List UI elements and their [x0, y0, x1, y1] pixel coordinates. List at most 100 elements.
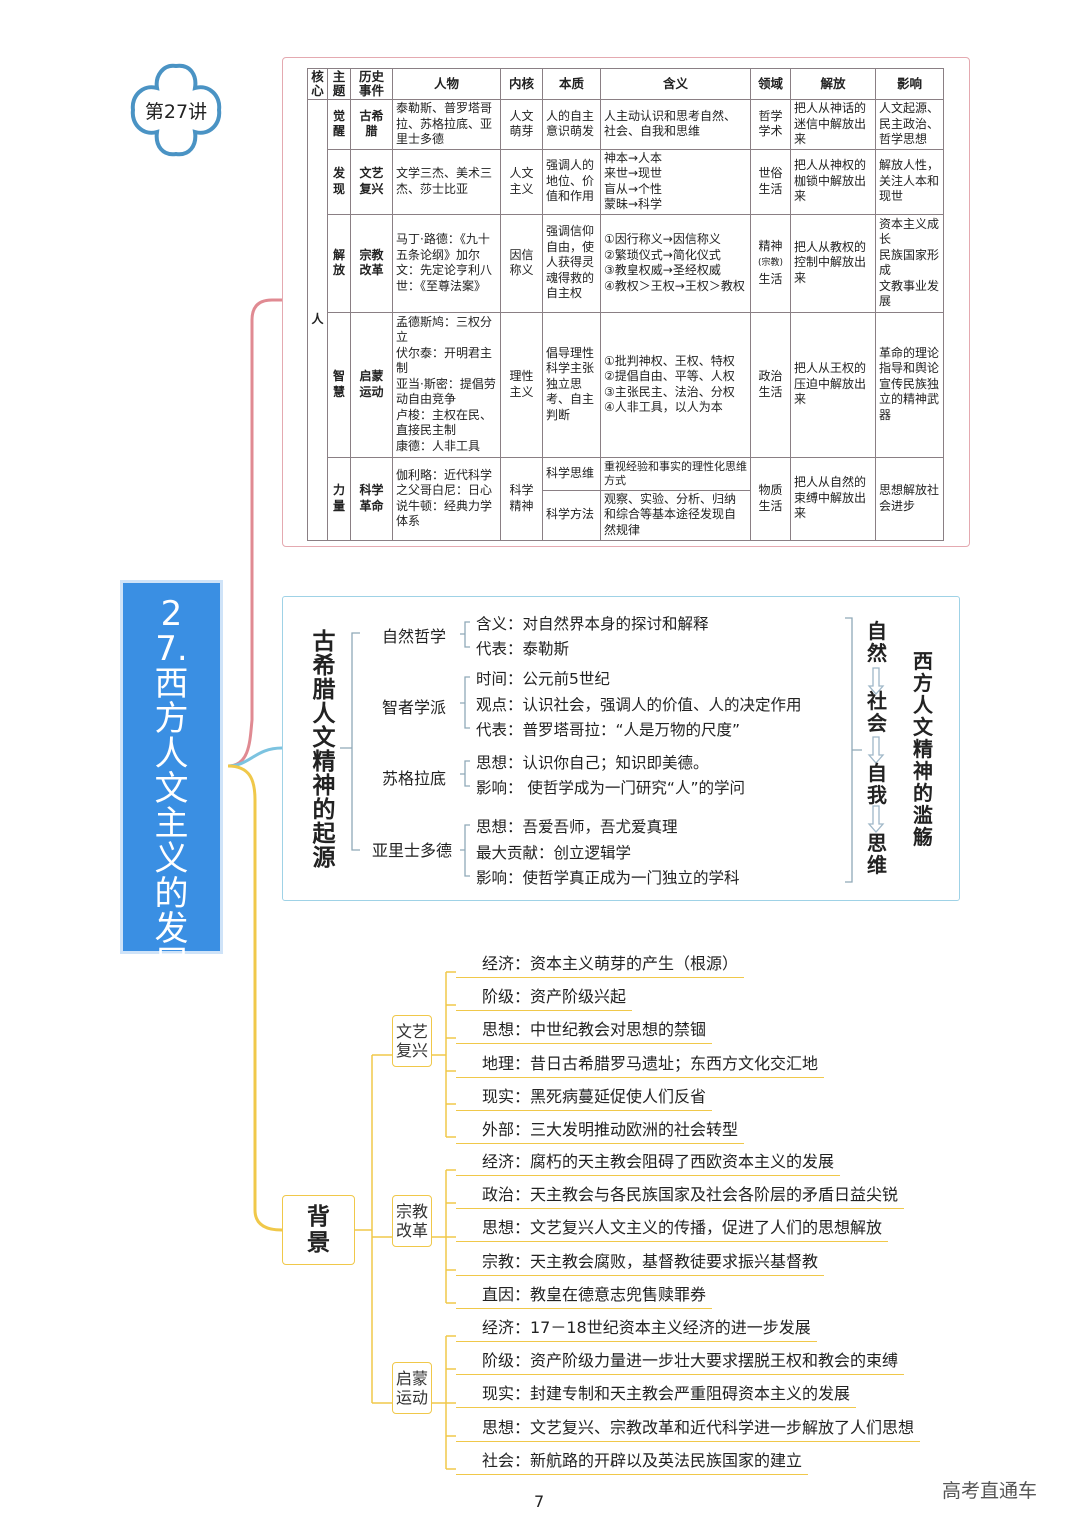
- theme-cell: 发现: [327, 148, 351, 215]
- meaning-cell: ①因行称义→因信称义 ②繁琐仪式→简化仪式 ③教皇权威→圣经权威 ④教权＞王权→…: [600, 213, 751, 313]
- background-leaf: 政治：天主教会与各民族国家及社会各阶层的矛盾日益尖锐: [456, 1181, 905, 1210]
- background-leaf: 现实：黑死病蔓延促使人们反省: [456, 1083, 713, 1111]
- page-number: 7: [534, 1492, 545, 1511]
- field-cell: 世俗生活: [750, 148, 791, 215]
- lecture-number: 第27讲: [144, 100, 208, 123]
- essence-cell: 倡导理性科学主张独立思考、自主判断: [542, 311, 601, 458]
- event-cell: 科学革命: [350, 456, 393, 541]
- core-idea-cell: 科学精神: [500, 456, 543, 541]
- main-title-text: 27.西方人文主义的发展: [154, 594, 189, 984]
- background-subnode: 宗教改革: [392, 1195, 432, 1247]
- table-header-row: 核心 主题 历史事件 人物 内核 本质 含义 领域 解放 影响: [307, 68, 944, 100]
- theme-cell: 智慧: [327, 311, 351, 458]
- header-cell: 解放: [790, 68, 876, 100]
- table-row: 人 觉醒 古希腊 泰勒斯、普罗塔哥拉、苏格拉底、亚里士多德 人文萌芽 人的自主意…: [307, 99, 944, 541]
- table-row: 力量 科学革命 伽利略：近代科学之父哥白尼：日心说牛顿：经典力学体系 科学精神 …: [308, 456, 944, 541]
- origin-leaf: 观点：认识社会，强调人的价值、人的决定作用: [476, 696, 802, 714]
- field-text: 精神: [758, 238, 783, 253]
- origin-leaf: 影响： 使哲学成为一门研究“人”的学问: [476, 779, 745, 797]
- background-leaf: 地理：昔日古希腊罗马遗址；东西方文化交汇地: [456, 1050, 825, 1078]
- background-node: 背景: [282, 1195, 355, 1265]
- field-cell: 精神 (宗教) 生活: [750, 213, 791, 313]
- core-cell: 人: [307, 99, 328, 541]
- table-row: 智慧 启蒙运动 孟德斯鸠：三权分立 伏尔泰：开明君主制 亚当·斯密：提倡劳动自由…: [308, 311, 944, 458]
- essence-cell: 强调人的地位、价值和作用: [542, 148, 601, 215]
- field-cell: 哲学学术: [750, 99, 791, 150]
- background-leaf: 经济：腐朽的天主教会阻碍了西欧资本主义的发展: [456, 1148, 841, 1176]
- meaning-cell: ①批判神权、王权、特权 ②提倡自由、平等、人权 ③主张民主、法治、分权 ④人非工…: [600, 311, 751, 458]
- origin-node: 智者学派: [382, 698, 447, 717]
- table-row: 科学方法 观察、实验、分析、归纳和综合等基本途径发现自然规律: [308, 489, 944, 541]
- theme-cell: 觉醒: [327, 99, 351, 150]
- origin-conclusion: 西方人文精神的滥觞: [913, 649, 933, 849]
- background-leaf: 经济：17－18世纪资本主义经济的进一步发展: [456, 1314, 817, 1342]
- flow-step: 思维: [867, 831, 887, 877]
- background-subnode: 文艺复兴: [392, 1015, 432, 1067]
- impact-cell: 解放人性，关注人本和现世: [875, 148, 944, 215]
- flow-step: 自然: [867, 619, 887, 665]
- theme-cell: 解放: [327, 213, 351, 313]
- origin-section: [282, 596, 960, 901]
- header-cell: 本质: [542, 68, 601, 100]
- field-text: 生活: [758, 271, 783, 286]
- event-cell: 古希腊: [350, 99, 393, 150]
- background-leaf: 阶级：资产阶级兴起: [456, 983, 633, 1012]
- liberation-cell: 把人从王权的压迫中解放出来: [790, 311, 876, 458]
- background-leaf: 思想：文艺复兴人文主义的传播，促进了人们的思想解放: [456, 1214, 889, 1243]
- impact-cell: 思想解放社会进步: [875, 456, 944, 541]
- background-leaf: 社会：新航路的开辟以及英法民族国家的建立: [456, 1447, 809, 1475]
- origin-leaf: 含义：对自然界本身的探讨和解释: [476, 615, 709, 633]
- background-leaf: 直因：教皇在德意志兜售赎罪券: [456, 1281, 713, 1309]
- people-cell: 伽利略：近代科学之父哥白尼：日心说牛顿：经典力学体系: [392, 456, 501, 541]
- flow-step: 自我: [867, 761, 887, 807]
- background-leaf: 外部：三大发明推动欧洲的社会转型: [456, 1116, 745, 1144]
- background-leaf: 思想：中世纪教会对思想的禁锢: [456, 1016, 713, 1045]
- background-leaf: 宗教：天主教会腐败，基督教徒要求振兴基督教: [456, 1248, 825, 1276]
- header-cell: 领域: [750, 68, 791, 100]
- header-cell: 历史事件: [350, 68, 393, 100]
- meaning-cell: 神本→人本 来世→现世 盲从→个性 蒙昧→科学: [600, 148, 751, 215]
- watermark: 高考直通车: [942, 1480, 1038, 1502]
- liberation-cell: 把人从神话的迷信中解放出来: [790, 99, 876, 150]
- people-cell: 马丁·路德：《九十五条论纲》加尔文：先定论亨利八世：《至尊法案》: [392, 213, 501, 313]
- origin-leaf: 思想：吾爱吾师，吾尤爱真理: [476, 818, 678, 836]
- people-cell: 泰勒斯、普罗塔哥拉、苏格拉底、亚里士多德: [392, 99, 501, 150]
- core-idea-cell: 理性主义: [500, 311, 543, 458]
- summary-table: 核心 主题 历史事件 人物 内核 本质 含义 领域 解放 影响 人 觉醒 古希腊…: [307, 68, 944, 541]
- essence-cell: 科学方法: [542, 489, 601, 541]
- table-row: 解放 宗教改革 马丁·路德：《九十五条论纲》加尔文：先定论亨利八世：《至尊法案》…: [308, 213, 944, 313]
- main-title: 27.西方人文主义的发展: [120, 580, 223, 982]
- essence-cell: 强调信仰自由，使人获得灵魂得救的自主权: [542, 213, 601, 313]
- meaning-cell: 观察、实验、分析、归纳和综合等基本途径发现自然规律: [600, 489, 751, 541]
- background-leaf: 思想：文艺复兴、宗教改革和近代科学进一步解放了人们思想: [456, 1414, 921, 1442]
- core-idea-cell: 因信称义: [500, 213, 543, 313]
- origin-leaf: 影响：使哲学真正成为一门独立的学科: [476, 869, 740, 887]
- origin-leaf: 代表：泰勒斯: [476, 640, 570, 658]
- liberation-cell: 把人从神权的枷锁中解放出来: [790, 148, 876, 215]
- people-cell: 文学三杰、美术三杰、莎士比亚: [392, 148, 501, 215]
- origin-leaf: 思想：认识你自己；知识即美德。: [476, 754, 709, 772]
- summary-table-frame: [282, 57, 970, 547]
- impact-cell: 革命的理论指导和舆论宣传民族独立的精神武器: [875, 311, 944, 458]
- field-cell: 政治生活: [750, 311, 791, 458]
- liberation-cell: 把人从教权的控制中解放出来: [790, 213, 876, 313]
- meaning-cell: 人主动认识和思考自然、社会、自我和思维: [600, 99, 751, 150]
- liberation-cell: 把人从自然的束缚中解放出来: [790, 456, 876, 541]
- lecture-badge: 第27讲: [125, 60, 227, 160]
- header-cell: 含义: [600, 68, 751, 100]
- impact-cell: 资本主义成长 民族国家形成 文教事业发展: [875, 213, 944, 313]
- cloud-frame-icon: [130, 63, 222, 157]
- origin-leaf: 最大贡献：创立逻辑学: [476, 844, 632, 862]
- impact-cell: 人文起源、民主政治、哲学思想: [875, 99, 944, 150]
- meaning-cell: 重视经验和事实的理性化思维方式: [600, 456, 751, 491]
- origin-node: 亚里士多德: [372, 841, 453, 860]
- field-note: (宗教): [757, 258, 784, 269]
- background-leaf: 现实：封建专制和天主教会严重阻碍资本主义的发展: [456, 1380, 857, 1409]
- theme-cell: 力量: [327, 456, 351, 541]
- essence-cell: 人的自主意识萌发: [542, 99, 601, 150]
- header-cell: 人物: [392, 68, 501, 100]
- event-cell: 启蒙运动: [350, 311, 393, 458]
- essence-cell: 科学思维: [542, 456, 601, 491]
- flow-step: 社会: [867, 689, 887, 735]
